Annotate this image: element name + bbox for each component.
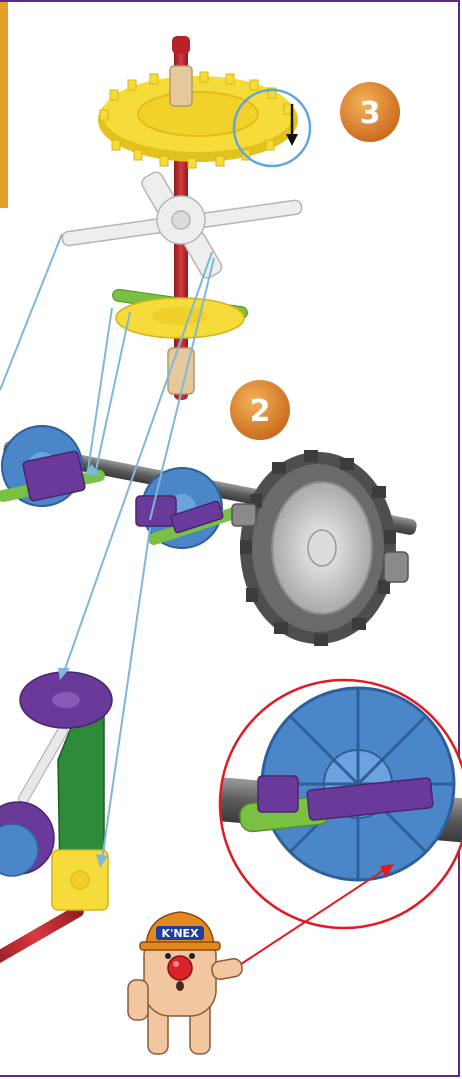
step-3-number: 3 (360, 96, 381, 131)
step3-assembly (62, 36, 310, 400)
wheel (240, 450, 396, 646)
step-2-number: 2 (250, 394, 271, 429)
frame-assembly (0, 672, 112, 969)
axle-collar-inner (232, 504, 256, 526)
yellow-gear (98, 72, 298, 168)
knex-mascot: K'NEX (128, 912, 243, 1054)
knex-logo-text: K'NEX (161, 927, 199, 940)
step2-assembly (0, 426, 418, 646)
step-2-badge: 2 (230, 380, 290, 440)
red-rod-diagonal (0, 903, 86, 968)
tan-spacer-top (170, 66, 192, 106)
red-rod-cap (172, 36, 190, 54)
axle-collar-outer (384, 552, 408, 582)
step-3-badge: 3 (340, 82, 400, 142)
zoom-callout (199, 680, 462, 928)
purple-connector-top (20, 672, 112, 728)
mascot-red-nose (168, 956, 192, 980)
